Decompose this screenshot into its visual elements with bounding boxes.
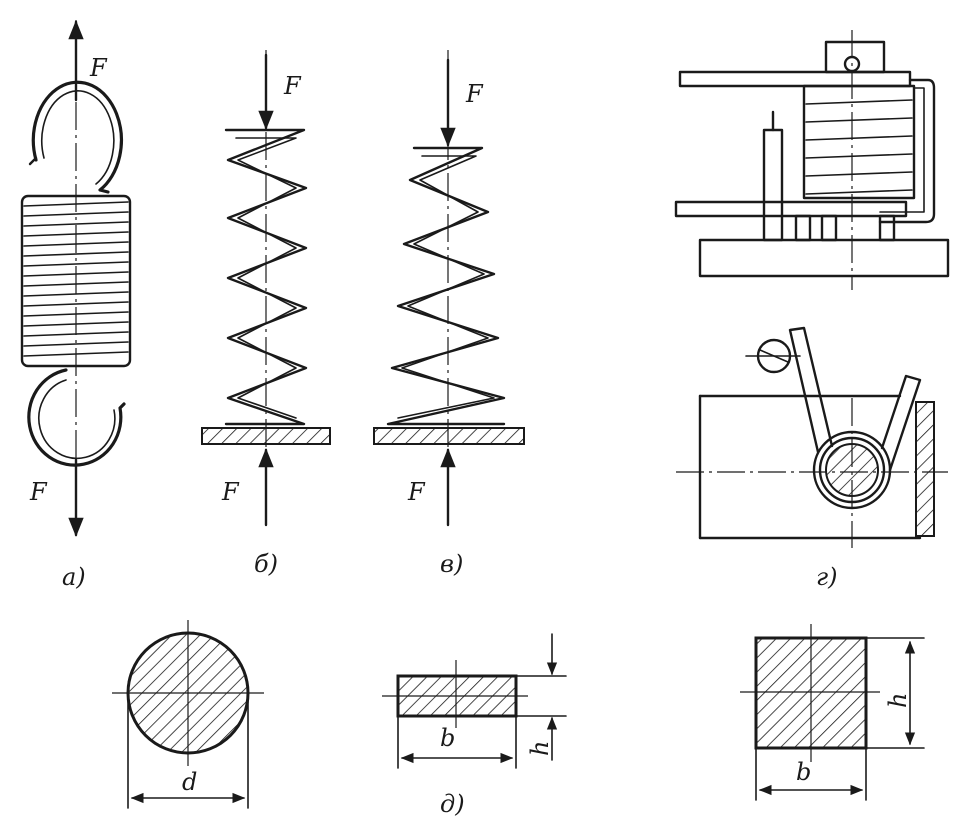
caption-b: б) [254,550,278,578]
force-label-a-bottom: F [29,478,48,506]
force-label-b-top: F [283,72,302,100]
section-square: b h [740,624,925,801]
dim-label-b-square: b [796,758,811,786]
spring-b-base-plate [201,427,331,445]
caption-d: д) [440,790,465,818]
compression-spring-v: F F в) [373,50,525,578]
spring-b-coil-inner [235,137,297,419]
dim-label-d: d [182,768,197,796]
spring-v-base-plate [373,427,525,445]
force-label-v-top: F [465,80,484,108]
caption-a: а) [62,563,86,591]
tension-spring-a: F F а) [20,20,132,591]
spring-b-coil-outer [224,128,308,426]
force-label-b-bottom: F [221,478,240,506]
section-rectangular: b h д) [382,633,567,818]
section-round: d [112,620,264,809]
spring-a-top-hook [31,80,123,194]
dim-label-h-square: h [884,693,912,708]
caption-g: г) [816,563,838,591]
torsion-spring-g-bottom: г) [676,326,948,591]
compression-spring-b: F F б) [201,50,331,578]
torsion-spring-g-top [674,30,950,290]
dim-label-h-rect: h [526,741,554,756]
force-label-v-bottom: F [407,478,426,506]
dim-label-b-rect: b [440,724,455,752]
spring-a-coils [20,194,132,368]
force-label-a-top: F [89,54,108,82]
spring-a-bottom-hook [27,368,126,467]
spring-v-coil-inner [397,155,495,419]
caption-v: в) [440,550,463,578]
